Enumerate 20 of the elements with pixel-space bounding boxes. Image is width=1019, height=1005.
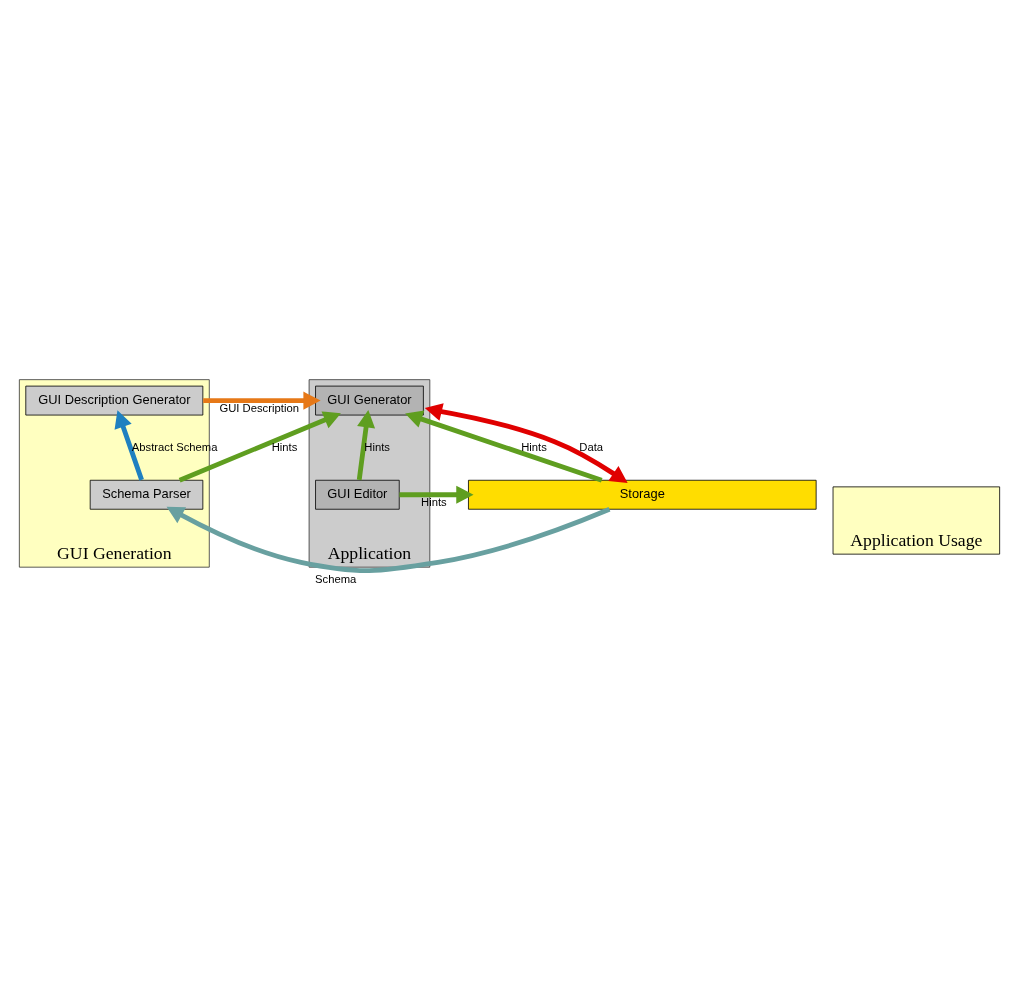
arrow — [405, 409, 603, 482]
edge-label: Data — [579, 440, 604, 453]
arrow — [178, 410, 341, 482]
node-box: Application Usage — [832, 485, 1001, 555]
arrow — [399, 485, 474, 504]
edge-label: Hints — [271, 440, 298, 453]
node-box: Schema Parser — [89, 479, 204, 510]
edge-label: Schema — [315, 572, 357, 585]
arrow — [356, 409, 376, 480]
node-box: GUI Description Generator — [25, 385, 204, 415]
arrow — [424, 402, 628, 483]
arrow — [166, 506, 611, 573]
edge-label: GUI Description — [219, 401, 299, 414]
edge-label: Hints — [521, 440, 547, 453]
edge-label: Hints — [421, 495, 447, 508]
node-box: GUI Generator — [315, 385, 424, 415]
arrow — [203, 391, 321, 410]
node-box: Storage — [468, 479, 817, 510]
arrow — [114, 409, 144, 481]
node-box: GUI Editor — [315, 479, 400, 510]
